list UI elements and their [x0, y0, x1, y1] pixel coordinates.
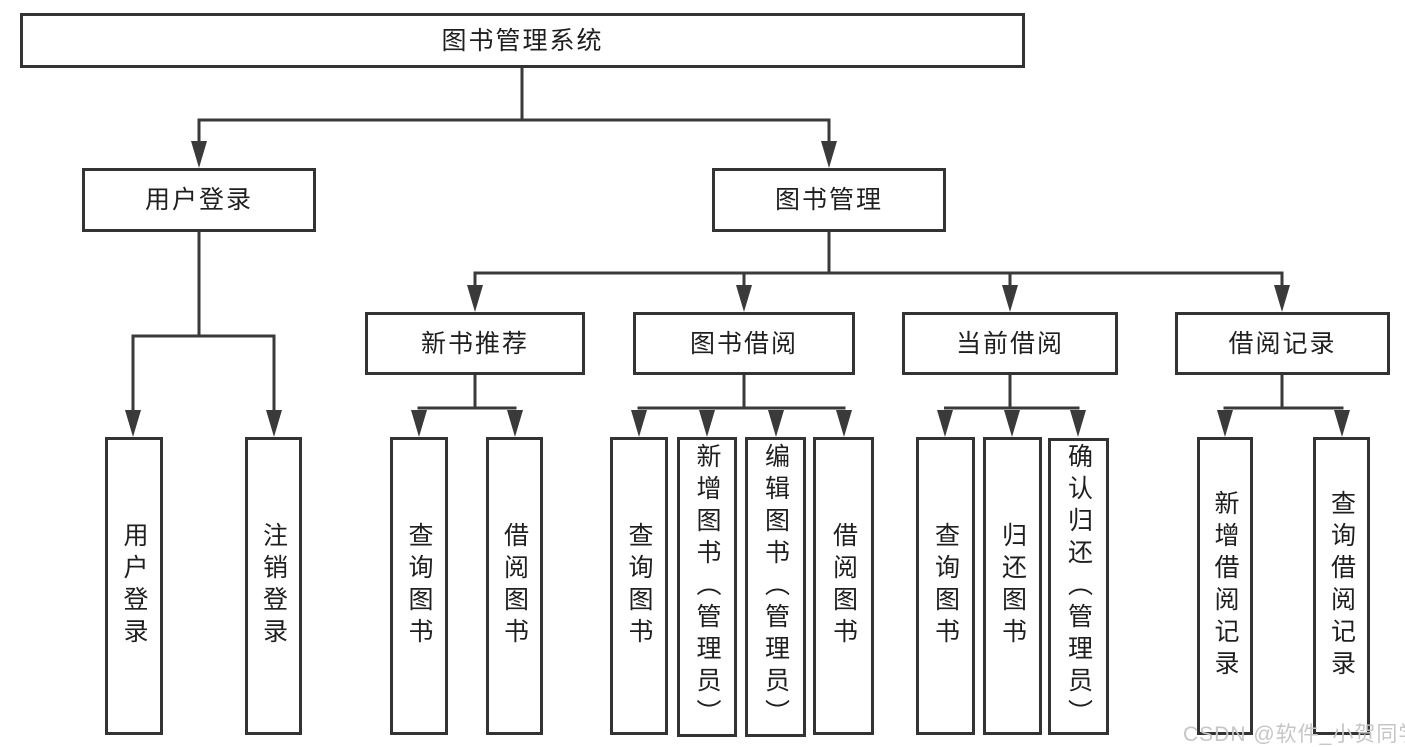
leaf-add-borrow-record: 新增借阅记录	[1197, 437, 1253, 735]
connector-new-book-to-leaves	[411, 375, 523, 437]
arrowhead	[821, 141, 837, 168]
arrowhead	[836, 410, 852, 437]
arrowhead	[768, 410, 784, 437]
leaf-query-books-current: 查询图书	[916, 437, 975, 735]
arrowhead	[1217, 410, 1233, 437]
arrowhead	[266, 410, 282, 437]
node-book-management: 图书管理	[712, 168, 946, 232]
arrowhead	[1334, 410, 1350, 437]
connector-root-to-level2	[191, 68, 837, 168]
connector-borrow-record-to-leaves	[1217, 375, 1350, 437]
node-current-borrow: 当前借阅	[902, 312, 1118, 375]
leaf-query-books-borrow: 查询图书	[610, 437, 668, 735]
leaf-logout: 注销登录	[245, 437, 302, 735]
arrowhead	[191, 141, 207, 168]
arrowhead	[1070, 410, 1086, 437]
node-book-borrow: 图书借阅	[633, 312, 855, 375]
leaf-user-login: 用户登录	[105, 437, 163, 735]
leaf-confirm-return-admin: 确认归还（管理员）	[1048, 438, 1109, 735]
connector-current-borrow-to-leaves	[937, 375, 1086, 437]
arrowhead	[507, 410, 523, 437]
node-borrow-record: 借阅记录	[1175, 312, 1390, 375]
node-root-system: 图书管理系统	[20, 13, 1025, 68]
node-new-book-recommend: 新书推荐	[365, 312, 585, 375]
leaf-query-borrow-record: 查询借阅记录	[1313, 437, 1370, 735]
arrowhead	[1274, 285, 1290, 312]
arrowhead	[699, 410, 715, 437]
leaf-return-book: 归还图书	[983, 437, 1042, 735]
arrowhead	[1004, 410, 1020, 437]
connector-book-borrow-to-leaves	[631, 375, 852, 437]
watermark-text: CSDN @软件_小贺同学	[1183, 723, 1405, 746]
connector-book-mgmt-to-level3	[467, 232, 1290, 312]
leaf-add-book-admin: 新增图书（管理员）	[677, 437, 737, 737]
leaf-borrow-book: 借阅图书	[813, 437, 874, 735]
node-user-login: 用户登录	[82, 168, 316, 232]
connector-user-login-to-leaves	[125, 232, 282, 437]
arrowhead	[736, 285, 752, 312]
arrowhead	[937, 410, 953, 437]
leaf-edit-book-admin: 编辑图书（管理员）	[745, 437, 806, 737]
arrowhead	[125, 410, 141, 437]
arrowhead	[631, 410, 647, 437]
arrowhead	[411, 410, 427, 437]
leaf-borrow-books-recommend: 借阅图书	[486, 437, 543, 735]
arrowhead	[1002, 285, 1018, 312]
leaf-query-books-recommend: 查询图书	[390, 437, 448, 735]
arrowhead	[467, 285, 483, 312]
